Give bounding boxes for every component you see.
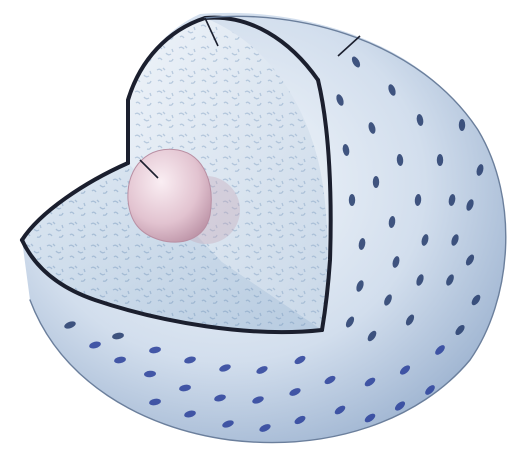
membrane-pore <box>373 176 379 188</box>
membrane-pore <box>437 154 443 166</box>
membrane-pore <box>459 119 465 131</box>
membrane-pore <box>349 194 355 206</box>
